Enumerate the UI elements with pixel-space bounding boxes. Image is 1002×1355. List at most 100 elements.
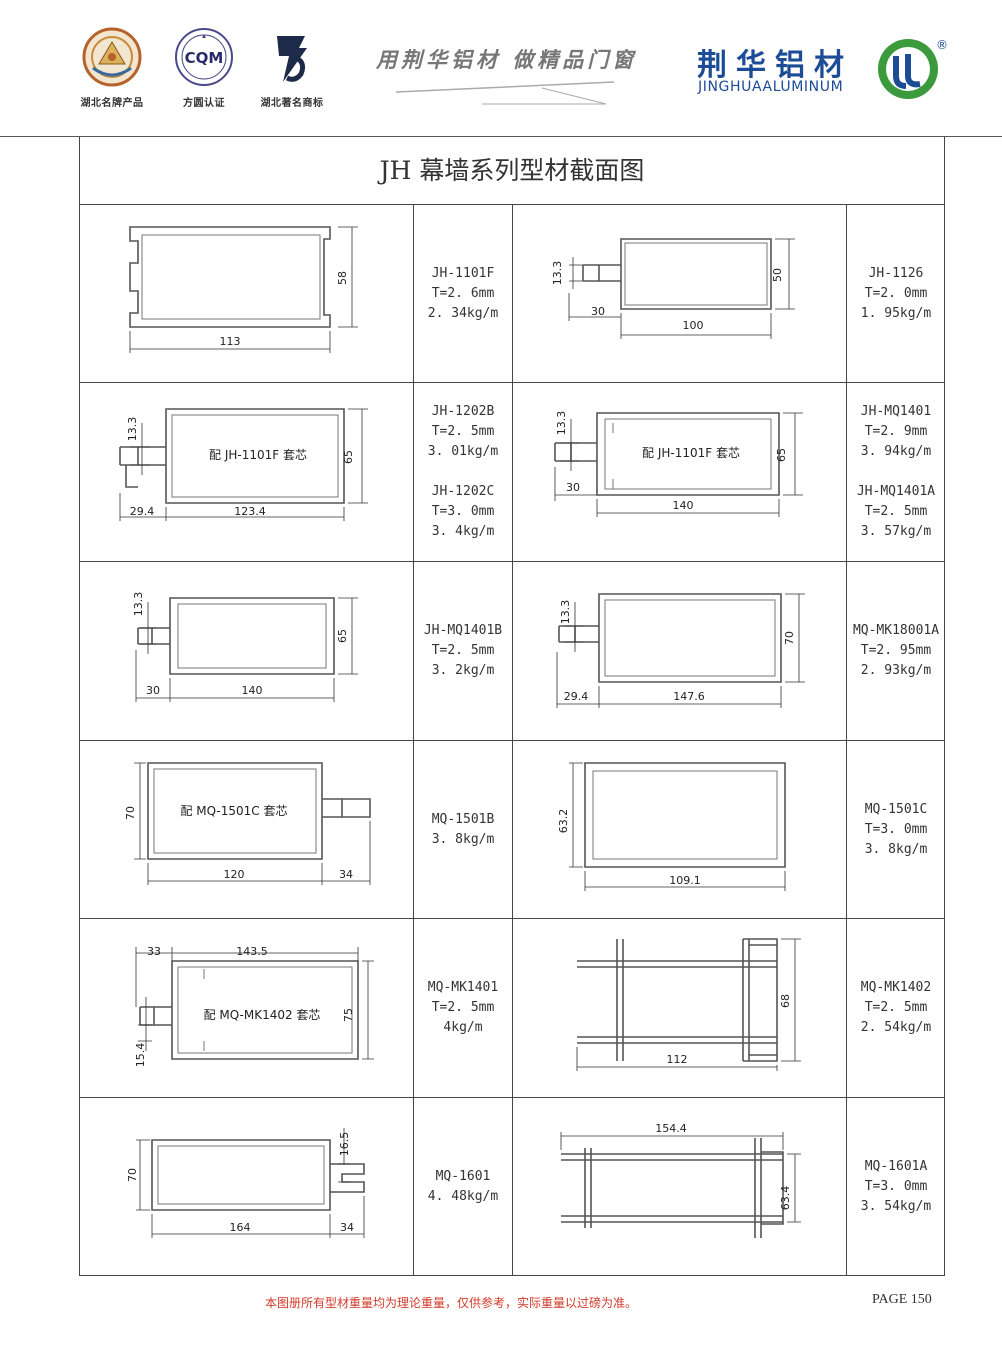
- wall-thickness: T=3. 0mm: [431, 504, 495, 519]
- model-code: MQ-1501B: [431, 811, 495, 827]
- fit-note: 配 MQ-MK1402 套芯: [204, 1008, 321, 1022]
- model-code: JH-1202C: [431, 484, 495, 499]
- spec-cell: MQ-MK1401 T=2. 5mm 4kg/m: [414, 919, 512, 1097]
- dimension-label: 109.1: [669, 874, 701, 887]
- page-header: 湖北名牌产品 CQM 方圆认证 湖北著名商标 用荆华铝材 做精品门窗 荆华铝材 …: [0, 0, 1002, 137]
- badge-label: 湖北名牌产品: [80, 98, 144, 109]
- wall-thickness: T=2. 5mm: [431, 643, 495, 658]
- cqm-logo-text: CQM: [185, 49, 224, 67]
- dimension-label: 164: [230, 1221, 251, 1234]
- unit-weight: 3. 94kg/m: [860, 444, 932, 459]
- profile-drawing: 13.3 65 30 140: [80, 562, 413, 740]
- badge-hubei-trademark: 湖北著名商标: [252, 26, 332, 109]
- dimension-label: 13.3: [132, 592, 145, 617]
- dimension-label: 154.4: [655, 1122, 687, 1135]
- dimension-label: 65: [336, 629, 349, 643]
- spec-cell: MQ-1501B 3. 8kg/m: [414, 741, 512, 918]
- unit-weight: 3. 01kg/m: [427, 444, 499, 459]
- dimension-label: 63.2: [557, 809, 570, 834]
- dimension-label: 33: [147, 945, 161, 958]
- dimension-label: 65: [775, 448, 788, 462]
- dimension-label: 29.4: [130, 505, 155, 518]
- spec-cell: JH-1101F T=2. 6mm 2. 34kg/m: [414, 205, 512, 382]
- dimension-label: 30: [591, 305, 605, 318]
- dimension-label: 13.3: [126, 417, 139, 442]
- dimension-label: 50: [771, 268, 784, 282]
- wall-thickness: T=2. 95mm: [860, 643, 932, 658]
- page-number: PAGE 150: [872, 1292, 932, 1307]
- spec-cell: JH-MQ1401B T=2. 5mm 3. 2kg/m: [414, 562, 512, 740]
- spec-cell: MQ-MK18001A T=2. 95mm 2. 93kg/m: [847, 562, 945, 740]
- model-code: JH-1202B: [431, 404, 495, 419]
- wall-thickness: T=2. 6mm: [431, 285, 495, 301]
- wall-thickness: T=3. 0mm: [864, 1179, 928, 1194]
- badge-label: 湖北著名商标: [260, 98, 324, 109]
- dimension-label: 112: [667, 1053, 688, 1066]
- hubei-trademark-icon: [277, 36, 307, 82]
- dimension-label: 30: [146, 684, 160, 697]
- fit-note: 配 JH-1101F 套芯: [209, 448, 307, 462]
- slogan-swoosh-icon: [395, 81, 615, 105]
- wall-thickness: T=2. 5mm: [864, 1000, 928, 1015]
- profile-section-jh-mq1401: 13.3 65 30 140 配 JH-1101F 套芯: [554, 411, 803, 517]
- profile-drawing: 13.3 65 30 140 配 JH-1101F 套芯: [513, 383, 846, 561]
- dimension-label: 65: [342, 450, 355, 464]
- dimension-label: 13.3: [555, 411, 568, 436]
- hubei-famous-brand-seal-icon: [82, 27, 142, 87]
- dimension-label: 29.4: [564, 690, 589, 703]
- dimension-label: 34: [340, 1221, 354, 1234]
- dimension-label: 147.6: [673, 690, 705, 703]
- dimension-label: 75: [342, 1008, 355, 1022]
- unit-weight: 3. 54kg/m: [860, 1199, 932, 1214]
- spec-cell: MQ-MK1402 T=2. 5mm 2. 54kg/m: [847, 919, 945, 1097]
- model-code: MQ-1601: [435, 1169, 491, 1184]
- unit-weight: 4. 48kg/m: [427, 1189, 499, 1204]
- profile-drawing: 13.3 65 29.4 123.4 配 JH-1101F 套芯: [80, 383, 413, 561]
- profile-drawing: 70 120 34 配 MQ-1501C 套芯: [80, 741, 413, 918]
- dimension-label: 70: [124, 806, 137, 820]
- model-code: JH-1126: [868, 265, 924, 281]
- wall-thickness: T=2. 5mm: [864, 504, 928, 519]
- profile-section-mq-mk18001a: 13.3 70 29.4 147.6: [556, 593, 805, 708]
- unit-weight: 4kg/m: [443, 1020, 483, 1035]
- dimension-label: 34: [339, 868, 353, 881]
- dimension-label: 143.5: [236, 945, 268, 958]
- jinghua-logo-icon: [878, 39, 938, 99]
- cqm-certification-icon: CQM: [175, 28, 233, 86]
- dimension-label: 140: [242, 684, 263, 697]
- badge-cqm: CQM 方圆认证: [164, 26, 244, 109]
- profile-section-mq-1601a: 154.4 63.4: [560, 1122, 801, 1238]
- dimension-label: 123.4: [234, 505, 266, 518]
- badge-label: 方圆认证: [183, 98, 225, 109]
- unit-weight: 3. 4kg/m: [431, 524, 495, 539]
- model-code: JH-MQ1401B: [423, 623, 503, 638]
- dimension-label: 63.4: [779, 1186, 792, 1211]
- wall-thickness: T=3. 0mm: [864, 821, 928, 837]
- profile-drawing: 154.4 63.4: [513, 1098, 846, 1276]
- model-code: MQ-MK1402: [860, 980, 932, 995]
- dimension-label: 140: [673, 499, 694, 512]
- profile-section-mq-mk1402: 68 112: [576, 938, 801, 1071]
- wall-thickness: T=2. 9mm: [864, 424, 928, 439]
- model-code: MQ-MK1401: [427, 980, 499, 995]
- wall-thickness: T=2. 0mm: [864, 285, 928, 301]
- profile-section-mq-1501c: 63.2 109.1: [557, 762, 786, 891]
- spec-cell: JH-1126 T=2. 0mm 1. 95kg/m: [847, 205, 945, 382]
- weight-disclaimer: 本图册所有型材重量均为理论重量，仅供参考，实际重量以过磅为准。: [265, 1296, 638, 1310]
- fit-note: 配 MQ-1501C 套芯: [180, 804, 287, 818]
- model-code: MQ-MK18001A: [852, 623, 940, 638]
- profile-section-jh-1202b: 13.3 65 29.4 123.4 配 JH-1101F 套芯: [119, 408, 368, 521]
- column-divider: [846, 204, 847, 1276]
- dimension-label: 70: [126, 1168, 139, 1182]
- brand-name-en: JINGHUAALUMINUM: [698, 79, 844, 95]
- unit-weight: 3. 8kg/m: [431, 831, 495, 847]
- profile-section-jh-mq1401b: 13.3 65 30 140: [132, 592, 358, 702]
- unit-weight: 2. 93kg/m: [860, 663, 932, 678]
- dimension-label: 113: [220, 335, 241, 348]
- spec-cell: JH-MQ1401 T=2. 9mm 3. 94kg/m JH-MQ1401A …: [847, 383, 945, 561]
- brand-name-cn: 荆华铝材: [697, 48, 853, 83]
- dimension-label: 68: [779, 994, 792, 1008]
- spec-cell: MQ-1601 4. 48kg/m: [414, 1098, 512, 1276]
- profile-section-mq-1501b: 70 120 34 配 MQ-1501C 套芯: [124, 762, 371, 885]
- model-code: JH-1101F: [431, 265, 495, 281]
